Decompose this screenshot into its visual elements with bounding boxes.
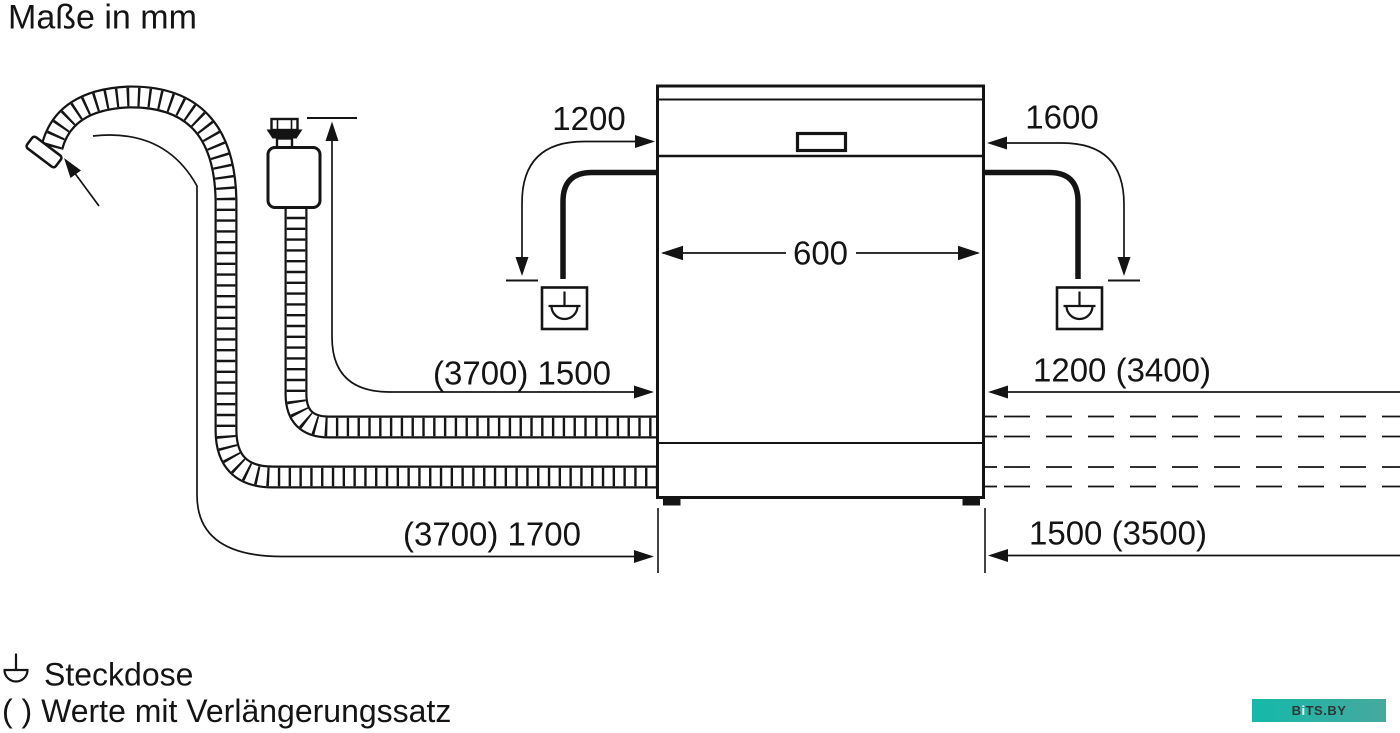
legend-extension-note: ( ) Werte mit Verlängerungssatz [2, 693, 451, 729]
aquastop-nut [270, 117, 299, 132]
dim-label-600: 600 [793, 235, 848, 272]
arrowhead-left [988, 385, 1008, 399]
socket-icon [1063, 291, 1096, 321]
dishwasher-body [656, 84, 985, 499]
socket-icon [548, 291, 581, 321]
dim-right-drain: 1500 (3500) [988, 515, 1400, 562]
dim-label-drain: (3700) 1700 [403, 516, 581, 553]
legend-socket-label: Steckdose [44, 657, 193, 693]
arrowhead-down [1117, 257, 1131, 276]
power-cord-left [560, 169, 657, 279]
dim-cord-right-1600: 1600 [987, 99, 1140, 282]
dim-supply-hose: (3700) 1500 [307, 117, 654, 399]
watermark-text-i: i [1301, 703, 1306, 718]
dim-label-1200: 1200 [552, 100, 625, 137]
socket-box-right [1055, 286, 1104, 331]
arrowhead-left [661, 245, 683, 261]
extension-hoses-dashed [984, 415, 1400, 488]
hose-end-pointer [70, 167, 100, 207]
dim-drain-hose: (3700) 1700 [64, 134, 654, 563]
dim-label-1600: 1600 [1025, 99, 1098, 136]
door-handle [795, 131, 848, 153]
page-title: Maße in mm [8, 0, 197, 37]
drain-hose-end-cap [25, 135, 63, 169]
dim-label-right-supply: 1200 (3400) [1033, 352, 1211, 389]
foot-right [962, 497, 980, 506]
arrowhead-left [988, 549, 1008, 562]
dim-label-supply: (3700) 1500 [433, 355, 611, 392]
arrowhead-upleft [64, 158, 81, 178]
legend: Steckdose ( ) Werte mit Verlängerungssat… [2, 653, 451, 729]
dim-cord-left-1200: 1200 [506, 100, 655, 282]
aquastop-valve [266, 117, 322, 209]
arrowhead-down [515, 257, 529, 276]
drain-hose [25, 85, 658, 489]
dim-right-supply: 1200 (3400) [988, 352, 1400, 399]
dishwasher-front-view [656, 84, 985, 506]
socket-box-left [540, 286, 589, 331]
power-cord-right [984, 169, 1081, 279]
arrowhead-right [634, 385, 654, 399]
watermark-text-b: B [1291, 703, 1302, 718]
arrowhead-right [635, 135, 655, 148]
dim-label-right-drain: 1500 (3500) [1029, 515, 1207, 552]
aquastop-nut-facets [276, 119, 293, 130]
watermark-text-rest: TS.BY [1305, 703, 1347, 718]
arrowhead-right [958, 245, 980, 261]
arrowhead-left [987, 136, 1007, 150]
arrowhead-right [634, 550, 654, 563]
aquastop-flange [266, 129, 303, 139]
foot-left [663, 497, 681, 506]
supply-hose [284, 206, 658, 439]
aquastop-body [266, 146, 322, 209]
socket-icon [3, 653, 29, 683]
dim-width-600: 600 [661, 235, 980, 272]
